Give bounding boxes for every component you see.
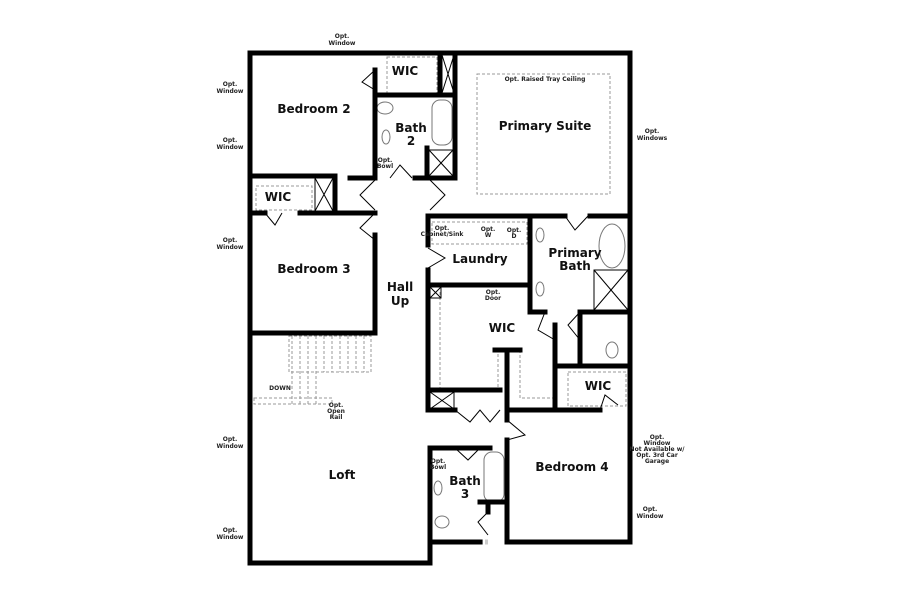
plan-note: Opt. — [329, 402, 344, 409]
plan-note: Bath — [559, 259, 591, 273]
label-wic: WIC — [585, 379, 612, 393]
tub-bath3 — [483, 451, 505, 503]
tub-primary — [598, 223, 626, 269]
plan-note: W — [485, 232, 492, 239]
label-loft: Loft — [329, 468, 356, 482]
plan-note: Window — [217, 144, 244, 151]
plan-note: Opt. — [223, 137, 238, 144]
tray-ceiling-note: Opt. Raised Tray Ceiling — [505, 76, 586, 83]
door-bath2 — [389, 164, 413, 179]
label-bedroom3: Bedroom 3 — [277, 262, 350, 276]
label-primary-suite: Primary Suite — [499, 119, 592, 133]
plan-note: Window — [217, 443, 244, 450]
plan-note: Bowl — [377, 163, 393, 170]
label-wic: WIC — [265, 190, 292, 204]
tub-bath2 — [431, 99, 453, 146]
plan-note: Opt. — [507, 227, 522, 234]
door-bedroom4 — [506, 419, 527, 441]
plan-note: Door — [485, 295, 501, 302]
stair-treads — [291, 336, 365, 405]
plan-note: Opt. — [223, 436, 238, 443]
plan-note: Cabinet/Sink — [421, 231, 465, 238]
plan-note: Garage — [645, 458, 669, 465]
plan-note: Opt. — [335, 33, 350, 40]
plan-note: Window — [329, 40, 356, 47]
plan-note: Opt. — [378, 157, 393, 164]
plan-note: 2 — [407, 134, 415, 148]
plan-note: Opt. — [435, 225, 450, 232]
doors — [264, 69, 619, 536]
plan-note: Opt. — [643, 506, 658, 513]
plan-note: Opt. — [223, 81, 238, 88]
plan-note: Opt. — [645, 128, 660, 135]
door-linen — [454, 409, 501, 423]
door-bedroom-hall — [429, 179, 446, 211]
plan-note: Opt. 3rd Car — [636, 452, 678, 459]
label-primary-bath: Primary — [548, 246, 601, 260]
plan-note: D — [512, 233, 517, 240]
door-primary-bath — [564, 215, 589, 231]
label-laundry: Laundry — [452, 252, 507, 266]
room-labels: Bedroom 2 WIC Bath 2 Primary Suite WIC B… — [265, 64, 612, 501]
plan-note: Windows — [637, 135, 668, 142]
door-primary-wic — [537, 311, 556, 341]
label-bedroom4: Bedroom 4 — [535, 460, 608, 474]
label-hall: Hall — [387, 280, 413, 294]
plan-note: Opt. — [650, 434, 665, 441]
plan-note: Opt. — [486, 289, 501, 296]
sink-bath2 — [381, 129, 391, 145]
plan-note: Opt. — [223, 527, 238, 534]
label-wic: WIC — [392, 64, 419, 78]
plan-note: Window — [217, 88, 244, 95]
label-bedroom2: Bedroom 2 — [277, 102, 350, 116]
plan-note: Window — [217, 244, 244, 251]
plan-note: Opt. — [223, 237, 238, 244]
plan-note: Opt. — [481, 226, 496, 233]
plan-note: Window — [217, 534, 244, 541]
plan-note: Window — [637, 513, 664, 520]
notes: Opt.Window Opt.Window Opt.Window Opt.Win… — [217, 33, 686, 541]
door-bath3 — [454, 447, 481, 461]
plan-note: Not Available w/ — [630, 446, 686, 453]
toilet-bath2 — [376, 101, 394, 115]
plan-note: Bowl — [430, 464, 446, 471]
plan-note: Opt. — [431, 458, 446, 465]
label-wic: WIC — [489, 321, 516, 335]
door-bedroom2 — [359, 179, 376, 211]
plan-note: Rail — [330, 414, 343, 421]
door-laundry — [427, 247, 446, 269]
plan-note: Up — [391, 294, 410, 308]
plan-note: Window — [644, 440, 671, 447]
label-bath2: Bath — [395, 121, 427, 135]
toilet-primary — [605, 341, 619, 359]
label-bath3: Bath — [449, 474, 481, 488]
stairs-down-label: DOWN — [269, 385, 291, 392]
plan-note: Open — [327, 408, 345, 415]
walls — [247, 50, 633, 566]
door-bedroom3 — [359, 212, 376, 241]
plan-note: 3 — [461, 487, 469, 501]
